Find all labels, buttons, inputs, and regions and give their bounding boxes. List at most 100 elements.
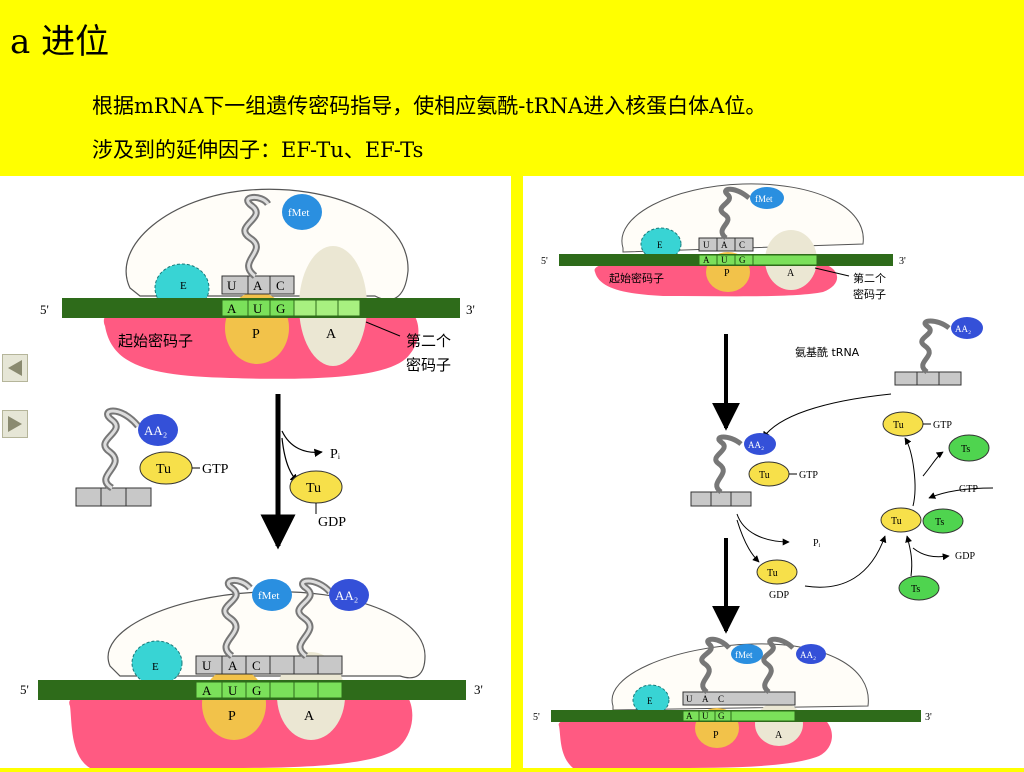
start-codon-label: 起始密码子 (118, 332, 193, 350)
anticodon-letter: C (718, 694, 724, 704)
ternary-complex: AA₂ Tu GTP (690, 433, 818, 507)
a-site-label: A (775, 730, 783, 741)
gdp-label: GDP (955, 551, 975, 562)
fmet-label: fMet (258, 590, 279, 602)
e-site (640, 227, 682, 261)
codon-letter: G (276, 301, 285, 316)
ts-entry-arrow (905, 535, 913, 577)
ts-label: Ts (961, 444, 970, 455)
three-prime-label: 3' (474, 682, 483, 697)
five-prime-label: 5' (533, 712, 540, 723)
anticodon-letter: U (202, 658, 212, 673)
gtp-label: GTP (202, 462, 229, 477)
fmet-bead (750, 187, 784, 209)
codon-letter: G (718, 711, 725, 721)
ribosome-initial: A U G U A C fMet E P A 5' 3' 起始密码子 第二个 密… (541, 183, 906, 301)
tu-label: Tu (306, 481, 321, 496)
cycle-arrow-bottom (804, 535, 887, 588)
aa2-bead (138, 414, 178, 446)
p-site-label: P (713, 730, 719, 741)
anticodon-letter: U (703, 240, 710, 250)
aa2-label: AA₂ (748, 440, 764, 450)
second-codon-label: 密码子 (853, 287, 886, 301)
codon-letter: G (739, 255, 746, 265)
cycle-arrow-top (762, 393, 892, 439)
a-site-label: A (787, 268, 795, 279)
second-codon-label: 第二个 (853, 271, 886, 285)
anticodon-letter: C (252, 658, 261, 673)
tu-release-arrow (736, 519, 760, 563)
second-codon-label: 第二个 (406, 332, 451, 350)
anticodon-letter: A (721, 240, 728, 250)
anticodon-letter: C (276, 278, 285, 293)
pi-label: Pᵢ (330, 447, 341, 462)
pi-release-arrow (281, 430, 323, 458)
gdp-exit-arrow (912, 547, 950, 561)
codon-letter: A (686, 711, 693, 721)
ribosome-initial: A U G U A C fMet E P A 5' 3' 起始密码子 第二个 密… (40, 188, 475, 379)
fmet-label: fMet (735, 650, 753, 660)
cycle-arrow-right-up (904, 437, 916, 507)
pi-release-arrow (736, 513, 790, 546)
ternary-complex: AA₂ Tu GTP (75, 407, 229, 507)
ef-tu-gdp (756, 559, 798, 585)
aa2-bead (744, 433, 776, 455)
aa2-label: AA₂ (955, 324, 971, 334)
aminoacyl-trna-label: 氨基酰 tRNA (795, 345, 860, 359)
e-site-label: E (180, 280, 187, 292)
p-site (202, 668, 266, 740)
ribosome-final: A U G U A C fMet AA₂ E P A 5' 3' (533, 636, 932, 768)
next-slide-button[interactable] (2, 410, 28, 438)
fmet-label: fMet (288, 207, 309, 219)
anticodon-letter: U (686, 694, 693, 704)
anticodon-letter: U (227, 278, 237, 293)
description-line-1: 根据mRNA下一组遗传密码指导，使相应氨酰-tRNA进入核蛋白体A位。 (92, 94, 767, 118)
fmet-label: fMet (755, 194, 773, 204)
description-line-2: 涉及到的延伸因子：EF-Tu、EF-Ts (92, 138, 424, 162)
tu-label: Tu (156, 462, 171, 477)
anticodon-letter: C (739, 240, 745, 250)
ribosome-final: A U G U A C fMet AA₂ E P A 5' 3' (20, 577, 483, 768)
start-codon-label: 起始密码子 (609, 271, 664, 285)
ef-ts (922, 508, 964, 534)
a-site-label: A (304, 709, 315, 724)
codon-letter: G (252, 683, 261, 698)
five-prime-label: 5' (20, 682, 29, 697)
codon-letter: A (202, 683, 212, 698)
e-site-label: E (647, 696, 653, 706)
aa2-bead (796, 644, 826, 664)
p-site-label: P (252, 327, 260, 342)
ef-tu-ts (880, 507, 922, 533)
aa2-bead (329, 579, 369, 611)
anticodon-boxes (195, 655, 343, 675)
ef-ts (948, 434, 990, 462)
gdp-label: GDP (318, 515, 346, 530)
fmet-bead (731, 644, 763, 664)
anticodon-letter: A (253, 278, 263, 293)
aa2-label: AA₂ (144, 423, 167, 438)
codon-boxes (221, 299, 361, 317)
three-prime-label: 3' (466, 302, 475, 317)
gtp-label: GTP (799, 470, 818, 481)
gtp-entry-arrow (928, 487, 994, 499)
five-prime-label: 5' (541, 256, 548, 267)
gdp-label: GDP (769, 590, 789, 601)
anticodon-boxes (221, 275, 295, 295)
p-site-label: P (228, 709, 236, 724)
ts-label: Ts (935, 517, 944, 528)
codon-letter: U (253, 301, 263, 316)
gtp-label: GTP (959, 484, 978, 495)
trna-aa2: AA₂ (75, 407, 178, 507)
codon-boxes (195, 681, 343, 699)
right-diagram: A U G U A C fMet E P A 5' 3' 起始密码子 第二个 密… (533, 183, 994, 768)
aminoacyl-trna: AA₂ (894, 317, 983, 386)
tu-release-arrow (281, 437, 299, 483)
ef-ts (898, 575, 940, 601)
fmet-bead (252, 579, 292, 611)
five-prime-label: 5' (40, 302, 49, 317)
codon-letter: U (702, 711, 709, 721)
previous-slide-button[interactable] (2, 354, 28, 382)
ts-label: Ts (911, 584, 920, 595)
arrow-right-icon (8, 416, 22, 432)
codon-letter: A (227, 301, 237, 316)
